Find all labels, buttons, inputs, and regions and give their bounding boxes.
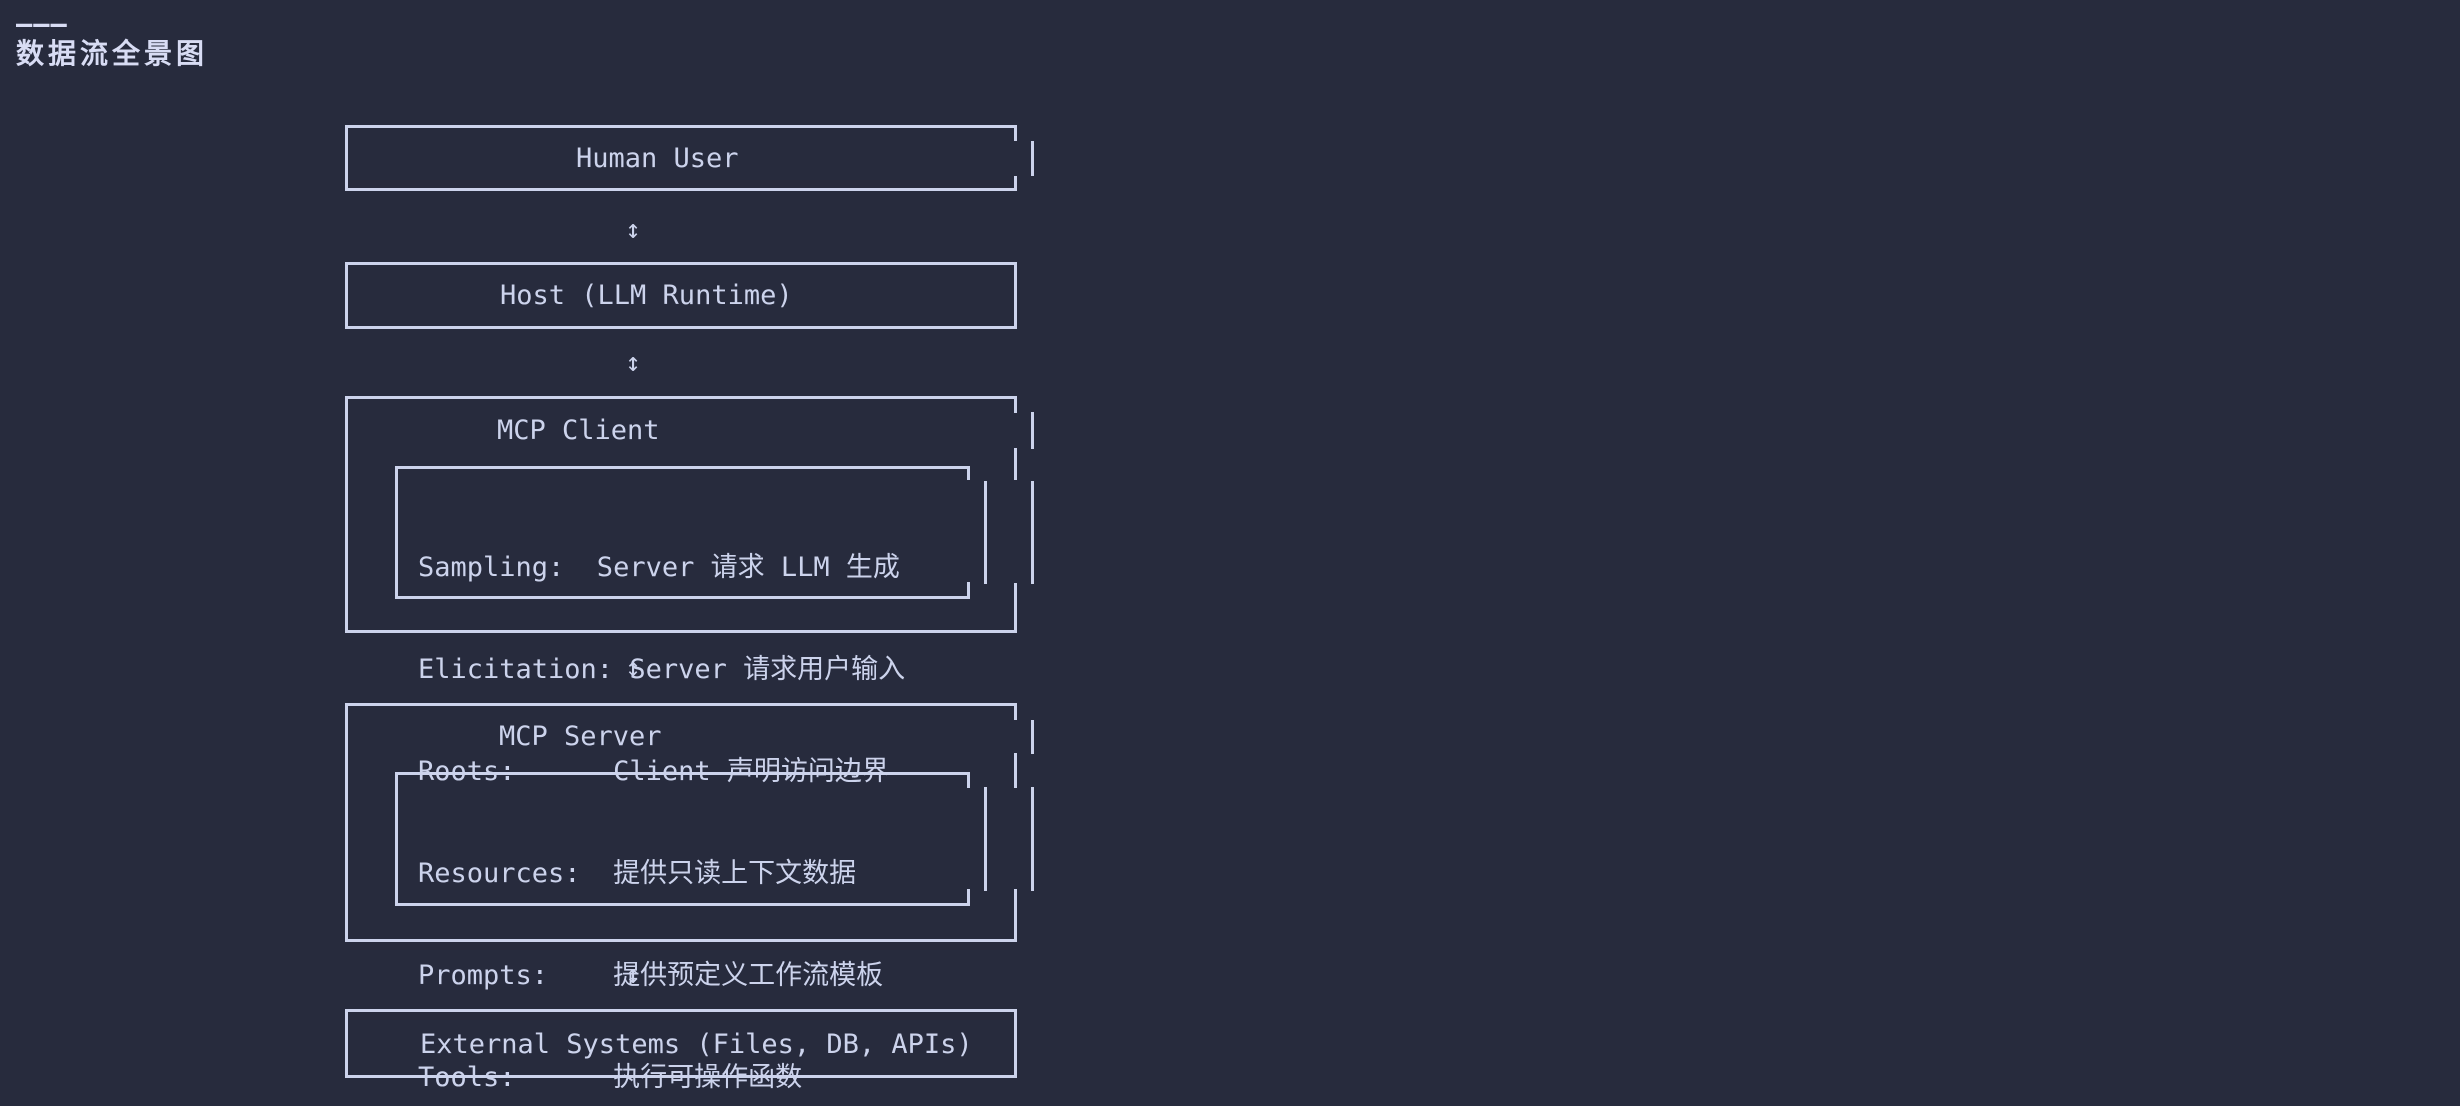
node-label-host: Host (LLM Runtime)	[500, 280, 793, 311]
updown-arrow-icon: ↕	[625, 215, 641, 245]
node-label-human-user: Human User	[576, 143, 739, 174]
detail-box-mcp-client	[395, 466, 970, 599]
border-segment	[1031, 787, 1034, 891]
capability-line-resources: Resources: 提供只读上下文数据	[418, 858, 857, 889]
border-segment	[984, 787, 987, 891]
mcp-client-capabilities: Sampling: Server 请求 LLM 生成 Elicitation: …	[418, 483, 905, 857]
updown-arrow-icon: ↕	[625, 653, 641, 683]
border-segment	[967, 466, 970, 480]
capability-line-prompts: Prompts: 提供预定义工作流模板	[418, 960, 884, 991]
border-segment	[1031, 412, 1034, 449]
border-segment	[967, 772, 970, 788]
border-segment	[1014, 176, 1017, 191]
node-box-human-user	[345, 125, 1017, 191]
border-segment	[1014, 753, 1017, 788]
detail-box-mcp-server	[395, 772, 970, 906]
border-segment	[1031, 481, 1034, 584]
node-label-external-systems: External Systems (Files, DB, APIs)	[420, 1029, 973, 1060]
border-segment	[1014, 703, 1017, 720]
node-box-host	[345, 262, 1017, 329]
border-segment	[1014, 396, 1017, 413]
border-segment	[967, 582, 970, 599]
capability-line-roots: Roots: Client 声明访问边界	[418, 756, 889, 787]
border-segment	[1031, 141, 1034, 176]
horizontal-rule-dashes: ———	[16, 9, 68, 40]
node-label-mcp-client: MCP Client	[497, 415, 660, 446]
border-segment	[1014, 889, 1017, 942]
border-segment	[1031, 720, 1034, 754]
border-segment	[1014, 583, 1017, 633]
updown-arrow-icon: ↕	[625, 960, 641, 990]
updown-arrow-icon: ↕	[625, 348, 641, 378]
node-label-mcp-server: MCP Server	[499, 721, 662, 752]
capability-line-sampling: Sampling: Server 请求 LLM 生成	[418, 552, 900, 583]
capability-line-elicitation: Elicitation: Server 请求用户输入	[418, 654, 906, 685]
border-segment	[1014, 448, 1017, 480]
node-box-mcp-client	[345, 396, 1017, 633]
node-box-external-systems	[345, 1009, 1017, 1078]
page-title: 数据流全景图	[16, 37, 209, 70]
border-segment	[967, 889, 970, 906]
node-box-mcp-server	[345, 703, 1017, 942]
border-segment	[984, 481, 987, 584]
border-segment	[1014, 125, 1017, 141]
